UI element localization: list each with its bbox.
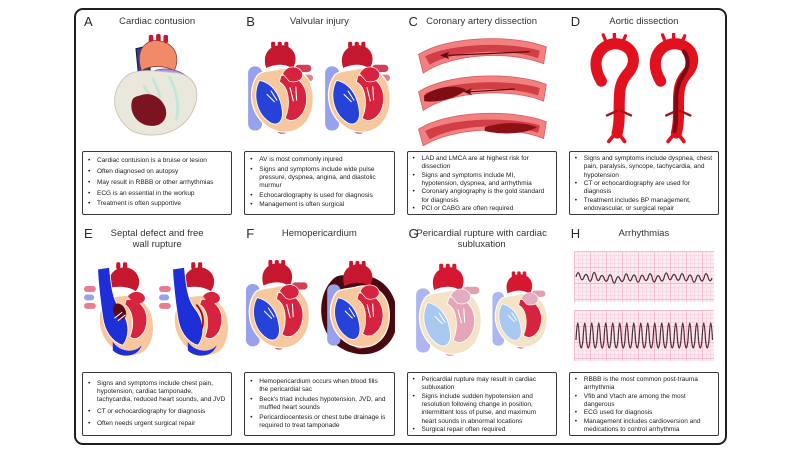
heart-cross-section-icon: [245, 259, 310, 350]
bullet: Management includes cardioversion and me…: [573, 418, 713, 435]
bullet: CT or echocardiography are used for diag…: [573, 180, 713, 197]
bullet: Signs and symptoms include MI, hypotensi…: [411, 172, 551, 189]
bullet: Signs and symptoms include dyspnea, ches…: [573, 155, 713, 180]
bullet: Management is often surgical: [248, 201, 388, 210]
bullet: Signs and symptoms include chest pain, h…: [86, 380, 226, 405]
panel-title-c: Coronary artery dissection: [426, 16, 538, 27]
bullet: LAD and LMCA are at highest risk for dis…: [411, 155, 551, 172]
panel-letter-b: B: [246, 14, 256, 29]
panel-letter-a: A: [84, 14, 94, 29]
pale-heart-icon: [416, 264, 482, 357]
hemopericardium-illustration: [244, 239, 395, 372]
ruptured-heart-icon: [158, 262, 228, 357]
panel-title-h: Arrhythmias: [618, 228, 670, 239]
arrhythmia-ecg-illustration: [569, 239, 719, 372]
panel-letter-c: C: [408, 14, 419, 29]
panel-notes-d: Signs and symptoms include dyspnea, ches…: [568, 151, 719, 215]
bullet: ECG used for diagnosis: [573, 409, 713, 418]
panel-cardiac-contusion: A Cardiac contusion Cardiac contusion: [76, 10, 238, 222]
bullet: Pericardial rupture may result in cardia…: [411, 376, 551, 393]
panel-title-a: Cardiac contusion: [119, 16, 196, 27]
panel-notes-f: Hemopericardium occurs when blood fills …: [244, 372, 395, 436]
hemopericardium-heart-icon: [321, 260, 395, 354]
bullet: PCI or CABG are often required: [411, 205, 551, 214]
panel-notes-e: Signs and symptoms include chest pain, h…: [82, 372, 233, 436]
bullet: Coronary angiography is the gold standar…: [411, 188, 551, 205]
panel-title-d: Aortic dissection: [609, 16, 679, 27]
panel-letter-g: G: [408, 226, 420, 241]
bullet: May result in RBBB or other arrhythmias: [86, 179, 226, 188]
bullet: Pericardiocentesis or chest tube drainag…: [248, 414, 388, 431]
bruised-heart-icon: [114, 34, 198, 136]
panel-title-e: Septal defect and free wall rupture: [110, 228, 204, 251]
ruptured-heart-icon: [83, 262, 153, 357]
panel-notes-h: RBBB is the most common post-trauma arrh…: [568, 372, 719, 436]
panel-title-g: Pericardial rupture with cardiac subluxa…: [416, 228, 547, 251]
panel-title-b: Valvular injury: [289, 16, 349, 27]
panel-notes-a: Cardiac contusion is a bruise or lesion …: [82, 151, 233, 215]
bullet: Echocardiography is used for diagnosis: [248, 192, 388, 201]
panel-notes-c: LAD and LMCA are at highest risk for dis…: [406, 151, 557, 215]
heart-cross-section-icon: [324, 41, 391, 134]
bullet: CT or echocardiography for diagnosis: [86, 408, 226, 417]
panel-title-f: Hemopericardium: [281, 228, 357, 239]
panel-arrhythmias: H Arrhythmias RBBB is the most common po…: [563, 222, 725, 443]
bullet: Signs and symptoms include wide pulse pr…: [248, 166, 388, 191]
bullet: Signs include sudden hypotension and res…: [411, 393, 551, 426]
septal-defect-illustration: [82, 251, 232, 372]
panel-letter-d: D: [570, 14, 581, 29]
heart-cross-section-icon: [247, 41, 314, 134]
coronary-dissection-illustration: [407, 27, 557, 151]
vfib-trace-icon: [575, 271, 713, 284]
valvular-injury-illustration: [244, 27, 394, 151]
vessel-segments-icon: [417, 38, 547, 147]
bullet: Vfib and Vtach are among the most danger…: [573, 393, 713, 410]
vtach-trace-icon: [575, 322, 713, 349]
figure-panel-grid: A Cardiac contusion Cardiac contusion: [74, 8, 727, 445]
bullet: RBBB is the most common post-trauma arrh…: [573, 376, 713, 393]
bullet: Treatment is often supportive: [86, 200, 226, 209]
panel-valvular-injury: B Valvular injury: [238, 10, 400, 222]
bullet: ECG is an essential in the workup: [86, 190, 226, 199]
panel-notes-b: AV is most commonly injured Signs and sy…: [244, 151, 395, 215]
panel-letter-h: H: [570, 226, 581, 241]
aortic-dissection-illustration: [569, 27, 719, 151]
panel-notes-g: Pericardial rupture may result in cardia…: [406, 372, 557, 436]
panel-aortic-dissection: D Aortic dissection Signs and symptom: [563, 10, 725, 222]
ecg-strip-vtach: [573, 309, 714, 361]
bullet: Cardiac contusion is a bruise or lesion: [86, 157, 226, 166]
panel-letter-e: E: [84, 226, 94, 241]
panel-coronary-artery-dissection: C Coronary artery dissection: [401, 10, 563, 222]
bullet: Treatment includes BP management, endova…: [573, 197, 713, 214]
panel-septal-defect-free-wall-rupture: E Septal defect and free wall rupture: [76, 222, 238, 443]
bullet: Often diagnosed on autopsy: [86, 168, 226, 177]
bullet: Hemopericardium occurs when blood fills …: [248, 378, 388, 395]
bullet: AV is most commonly injured: [248, 156, 388, 165]
cardiac-subluxation-illustration: [407, 251, 557, 372]
panel-pericardial-rupture-subluxation: G Pericardial rupture with cardiac sublu…: [401, 222, 563, 443]
panel-hemopericardium: F Hemopericardium: [238, 222, 400, 443]
bullet: Surgical repair often required: [411, 426, 551, 435]
panel-letter-f: F: [246, 226, 255, 241]
aorta-pair-icon: [590, 32, 699, 143]
bullet: Beck's triad includes hypotension, JVD, …: [248, 396, 388, 413]
bullet: Often needs urgent surgical repair: [86, 420, 226, 429]
subluxated-heart-icon: [492, 271, 548, 349]
cardiac-contusion-illustration: [82, 27, 232, 151]
ecg-strip-vfib: [573, 250, 714, 302]
